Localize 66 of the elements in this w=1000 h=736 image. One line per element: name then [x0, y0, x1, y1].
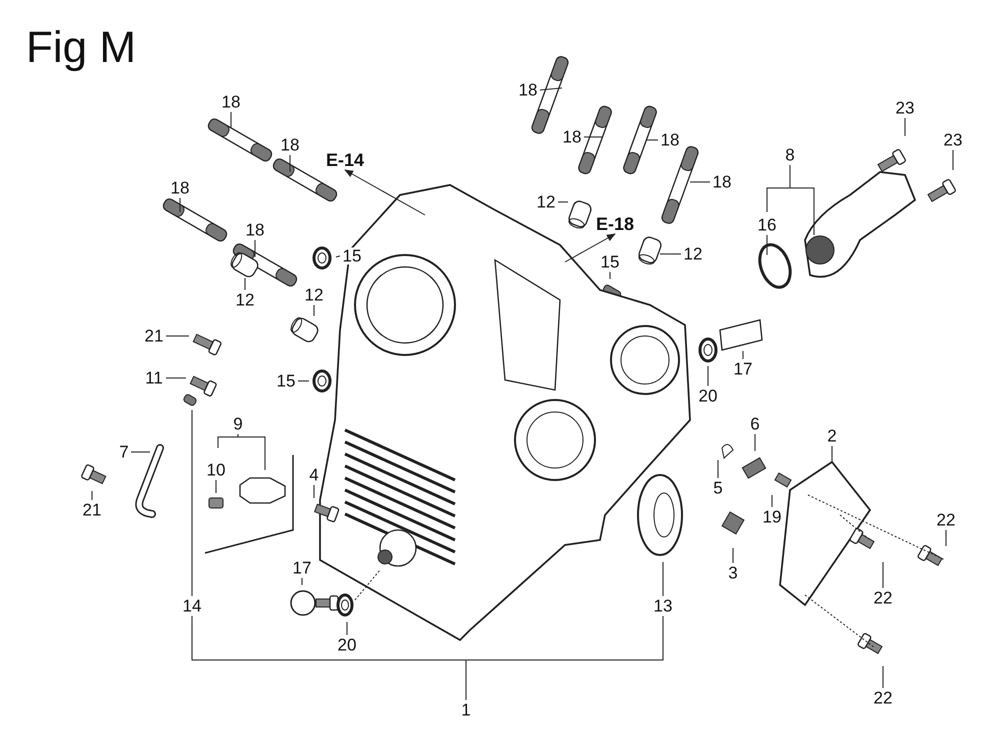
callout-number: 11	[144, 370, 164, 386]
callout-number: 18	[660, 132, 680, 148]
leader-line	[882, 562, 884, 588]
callout-number: 3	[727, 564, 739, 582]
reference-label: E-14	[324, 151, 366, 169]
leader-line	[754, 434, 756, 452]
callout-number: 18	[562, 128, 582, 146]
leader-line	[952, 150, 954, 170]
callout-number: 15	[600, 254, 620, 270]
leader-line	[742, 350, 744, 360]
leader-line	[766, 164, 814, 236]
leader-line	[254, 240, 256, 258]
callout-number: 12	[682, 246, 704, 262]
leader-line	[662, 562, 664, 596]
callout-number: 6	[749, 416, 761, 432]
callout-number: 14	[182, 598, 202, 614]
callout-number: 15	[276, 372, 296, 390]
callout-number: 4	[308, 466, 320, 484]
callout-number: 2	[826, 428, 838, 444]
callout-number: 12	[234, 292, 256, 308]
arrow	[564, 234, 616, 262]
arrow	[344, 170, 426, 216]
figure-title: Fig M	[26, 26, 136, 70]
callout-number: 12	[536, 194, 556, 210]
callout-number: 18	[170, 180, 190, 196]
callout-number: 19	[762, 508, 782, 526]
leader-line	[336, 256, 340, 258]
callout-number: 21	[82, 502, 102, 518]
callout-number: 18	[712, 174, 732, 190]
callout-number: 23	[942, 132, 964, 148]
leader-line	[904, 118, 906, 136]
leader-line	[298, 380, 310, 382]
callout-number: 22	[872, 590, 894, 606]
callout-number: 23	[894, 100, 916, 116]
callout-number: 8	[784, 146, 796, 164]
callout-number: 18	[280, 136, 300, 154]
leader-line	[466, 616, 664, 700]
callout-number: 5	[712, 480, 724, 496]
leader-line	[732, 548, 734, 564]
leader-line	[540, 88, 562, 90]
callout-number: 22	[936, 512, 956, 528]
callout-number: 15	[342, 248, 362, 264]
callout-number: 18	[220, 94, 242, 110]
leader-line	[244, 278, 246, 290]
leader-line	[766, 234, 768, 256]
leader-line	[346, 622, 348, 636]
callout-number: 18	[244, 222, 266, 238]
callout-number: 18	[518, 82, 538, 98]
callout-number: 12	[304, 286, 324, 304]
leader-line	[218, 434, 266, 470]
callout-number: 17	[292, 560, 312, 576]
callout-number: 22	[872, 690, 894, 706]
callout-number: 20	[698, 388, 718, 404]
callout-number: 9	[232, 416, 244, 432]
reference-label: E-18	[594, 215, 636, 233]
leader-line	[230, 112, 232, 128]
leader-line	[584, 136, 602, 138]
callout-number: 1	[460, 702, 472, 718]
callout-number: 16	[756, 216, 778, 234]
leader-line	[882, 666, 884, 688]
callout-number: 13	[652, 598, 674, 614]
callout-number: 17	[732, 360, 754, 378]
callout-number: 10	[206, 462, 226, 478]
callout-number: 20	[336, 636, 358, 654]
callout-number: 7	[118, 444, 130, 460]
callout-number: 21	[144, 328, 164, 344]
